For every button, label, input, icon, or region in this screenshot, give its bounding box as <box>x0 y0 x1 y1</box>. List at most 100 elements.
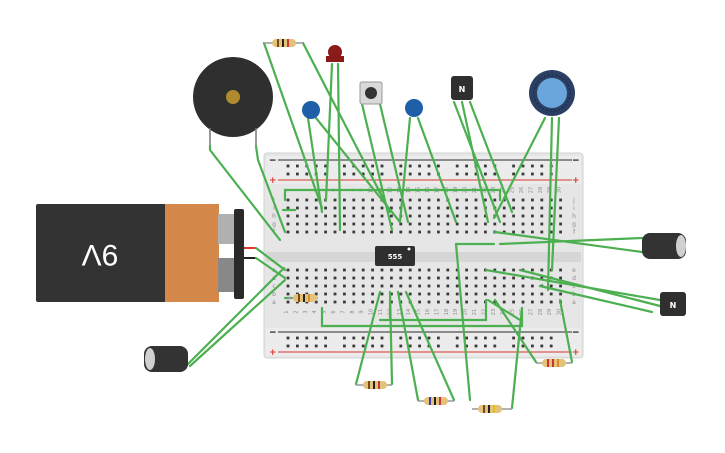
breadboard-hole[interactable] <box>502 284 506 288</box>
breadboard-hole[interactable] <box>286 164 290 168</box>
wire[interactable] <box>354 290 382 386</box>
breadboard-hole[interactable] <box>352 336 356 340</box>
wire[interactable] <box>558 298 574 364</box>
breadboard-hole[interactable] <box>418 284 421 288</box>
breadboard-hole[interactable] <box>390 206 393 210</box>
breadboard-hole[interactable] <box>314 344 318 348</box>
breadboard-hole[interactable] <box>286 206 290 210</box>
breadboard-hole[interactable] <box>361 276 365 280</box>
breadboard-hole[interactable] <box>531 268 534 272</box>
breadboard-hole[interactable] <box>305 276 309 280</box>
breadboard-hole[interactable] <box>408 172 412 176</box>
wire[interactable] <box>404 290 456 402</box>
breadboard-hole[interactable] <box>549 292 553 296</box>
breadboard-hole[interactable] <box>437 336 440 340</box>
breadboard-hole[interactable] <box>296 214 299 218</box>
breadboard-hole[interactable] <box>521 230 525 234</box>
breadboard-hole[interactable] <box>333 214 337 218</box>
breadboard-hole[interactable] <box>549 344 553 348</box>
breadboard-hole[interactable] <box>371 336 374 340</box>
breadboard-hole[interactable] <box>343 292 346 296</box>
breadboard-hole[interactable] <box>371 206 374 210</box>
breadboard-hole[interactable] <box>380 276 384 280</box>
breadboard-hole[interactable] <box>343 206 346 210</box>
breadboard-hole[interactable] <box>371 284 374 288</box>
wire[interactable] <box>518 268 662 308</box>
breadboard-hole[interactable] <box>531 336 534 340</box>
breadboard-hole[interactable] <box>521 300 525 304</box>
breadboard-hole[interactable] <box>502 292 506 296</box>
breadboard-hole[interactable] <box>314 222 318 226</box>
breadboard-hole[interactable] <box>465 214 468 218</box>
breadboard-hole[interactable] <box>512 344 515 348</box>
breadboard-hole[interactable] <box>521 222 525 226</box>
breadboard-hole[interactable] <box>324 172 327 176</box>
breadboard-hole[interactable] <box>427 268 431 272</box>
breadboard-hole[interactable] <box>352 206 356 210</box>
breadboard-hole[interactable] <box>493 198 497 202</box>
breadboard-hole[interactable] <box>399 344 403 348</box>
breadboard-hole[interactable] <box>343 172 346 176</box>
wire[interactable] <box>254 246 287 272</box>
breadboard-hole[interactable] <box>437 164 440 168</box>
resistor-top[interactable] <box>264 39 303 47</box>
breadboard-hole[interactable] <box>286 344 290 348</box>
breadboard-hole[interactable] <box>314 206 318 210</box>
breadboard-hole[interactable] <box>296 198 299 202</box>
breadboard-hole[interactable] <box>493 300 497 304</box>
breadboard-hole[interactable] <box>361 222 365 226</box>
breadboard-hole[interactable] <box>465 292 468 296</box>
breadboard-hole[interactable] <box>343 268 346 272</box>
breadboard-hole[interactable] <box>333 222 337 226</box>
breadboard-hole[interactable] <box>361 292 365 296</box>
breadboard-hole[interactable] <box>371 222 374 226</box>
breadboard-hole[interactable] <box>512 222 515 226</box>
breadboard-hole[interactable] <box>333 284 337 288</box>
breadboard-hole[interactable] <box>399 172 403 176</box>
wire[interactable] <box>378 298 488 322</box>
breadboard-hole[interactable] <box>465 268 468 272</box>
breadboard-hole[interactable] <box>352 284 356 288</box>
breadboard-hole[interactable] <box>493 284 497 288</box>
breadboard-hole[interactable] <box>455 230 459 234</box>
breadboard-hole[interactable] <box>437 292 440 296</box>
breadboard-hole[interactable] <box>418 336 421 340</box>
breadboard-hole[interactable] <box>371 300 374 304</box>
breadboard-hole[interactable] <box>286 214 290 218</box>
breadboard-hole[interactable] <box>484 164 487 168</box>
resistor-bottom-3[interactable] <box>472 405 512 413</box>
breadboard-hole[interactable] <box>286 336 290 340</box>
breadboard-hole[interactable] <box>484 292 487 296</box>
breadboard-hole[interactable] <box>408 336 412 340</box>
breadboard-hole[interactable] <box>540 198 544 202</box>
breadboard-hole[interactable] <box>390 300 393 304</box>
wire[interactable] <box>262 41 324 210</box>
breadboard-hole[interactable] <box>333 198 337 202</box>
breadboard-hole[interactable] <box>540 292 544 296</box>
breadboard-hole[interactable] <box>474 230 478 234</box>
breadboard-hole[interactable] <box>455 292 459 296</box>
transistor-top[interactable]: N <box>451 76 473 100</box>
breadboard-hole[interactable] <box>465 336 468 340</box>
breadboard-hole[interactable] <box>502 230 506 234</box>
breadboard-hole[interactable] <box>455 214 459 218</box>
breadboard-hole[interactable] <box>549 206 553 210</box>
wire[interactable] <box>398 116 412 224</box>
breadboard-hole[interactable] <box>343 344 346 348</box>
breadboard-hole[interactable] <box>371 214 374 218</box>
breadboard-hole[interactable] <box>493 268 497 272</box>
breadboard-hole[interactable] <box>418 292 421 296</box>
breadboard-hole[interactable] <box>333 276 337 280</box>
wire[interactable] <box>283 188 502 202</box>
breadboard-hole[interactable] <box>502 222 506 226</box>
breadboard-hole[interactable] <box>418 222 421 226</box>
breadboard-hole[interactable] <box>418 164 421 168</box>
breadboard-hole[interactable] <box>512 292 515 296</box>
breadboard-hole[interactable] <box>286 300 290 304</box>
breadboard-hole[interactable] <box>512 336 515 340</box>
breadboard-hole[interactable] <box>286 172 290 176</box>
breadboard-hole[interactable] <box>484 214 487 218</box>
breadboard-hole[interactable] <box>521 198 525 202</box>
resistor-bottom-right[interactable] <box>536 359 572 367</box>
breadboard-hole[interactable] <box>437 276 440 280</box>
